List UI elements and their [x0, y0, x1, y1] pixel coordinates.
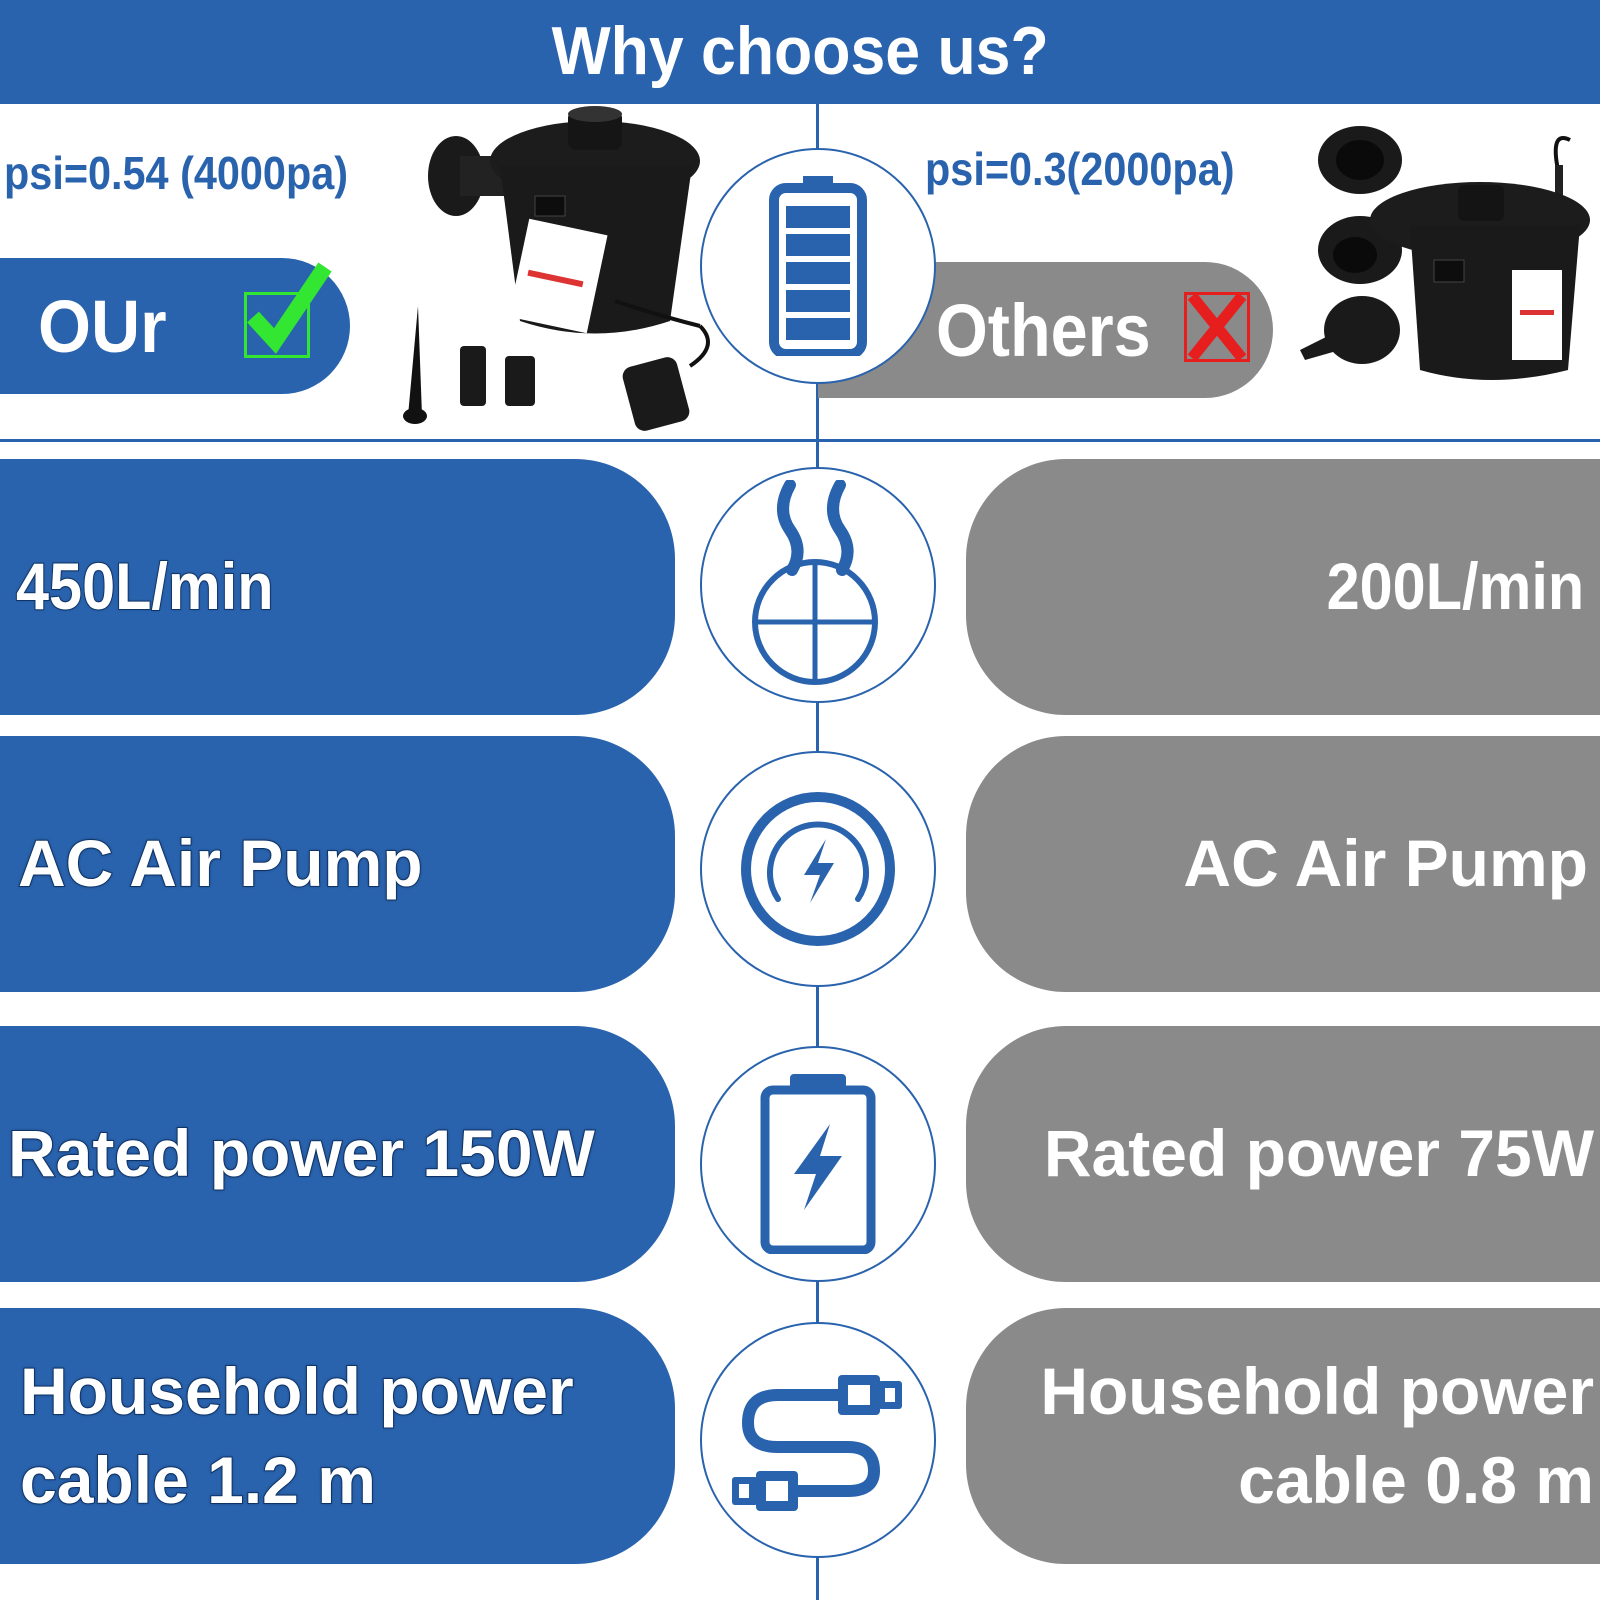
ours-label: OUr [38, 284, 167, 368]
others-airflow-value: 200L/min [1326, 549, 1584, 624]
airflow-circle [700, 467, 936, 703]
others-cable-value: Household power cable 0.8 m [1040, 1347, 1594, 1525]
page-title: Why choose us? [551, 13, 1049, 89]
others-label: Others [936, 288, 1151, 372]
cross-icon [1184, 292, 1250, 362]
battery-full-icon [769, 176, 867, 356]
battery-charging-icon [760, 1074, 876, 1254]
ours-type-value: AC Air Pump [17, 825, 424, 901]
check-icon [244, 262, 332, 358]
others-cable-line2: cable 0.8 m [1238, 1443, 1594, 1517]
others-pump-image [1300, 110, 1600, 430]
others-type-pill: AC Air Pump [966, 736, 1600, 992]
ours-cable-value: Household power cable 1.2 m [19, 1347, 575, 1525]
others-type-value: AC Air Pump [1183, 826, 1588, 901]
airflow-icon [752, 480, 878, 685]
ours-cable-line2: cable 1.2 m [19, 1442, 377, 1518]
ours-power-value: Rated power 150W [7, 1115, 596, 1191]
ours-cable-line1: Household power [19, 1353, 575, 1429]
ours-power-pill: Rated power 150W [0, 1026, 675, 1282]
section-divider [0, 439, 1600, 442]
ours-airflow-value: 450L/min [15, 548, 274, 624]
power-charge-icon [741, 792, 895, 946]
ours-type-pill: AC Air Pump [0, 736, 675, 992]
ours-cable-pill: Household power cable 1.2 m [0, 1308, 675, 1564]
others-cable-line1: Household power [1040, 1353, 1594, 1428]
others-power-pill: Rated power 75W [966, 1026, 1600, 1282]
our-pump-image [400, 106, 740, 436]
header-banner: Why choose us? [0, 0, 1600, 104]
battery-full-circle [700, 148, 936, 384]
power-charge-circle [700, 751, 936, 987]
usb-cable-circle [700, 1322, 936, 1558]
ours-label-pill: OUr [0, 258, 350, 394]
usb-cable-icon [732, 1375, 902, 1511]
others-pressure: psi=0.3(2000pa) [925, 143, 1235, 195]
ours-pressure: psi=0.54 (4000pa) [4, 147, 349, 199]
battery-charging-circle [700, 1046, 936, 1282]
others-power-value: Rated power 75W [1043, 1116, 1594, 1191]
others-airflow-pill: 200L/min [966, 459, 1600, 715]
others-cable-pill: Household power cable 0.8 m [966, 1308, 1600, 1564]
ours-airflow-pill: 450L/min [0, 459, 675, 715]
